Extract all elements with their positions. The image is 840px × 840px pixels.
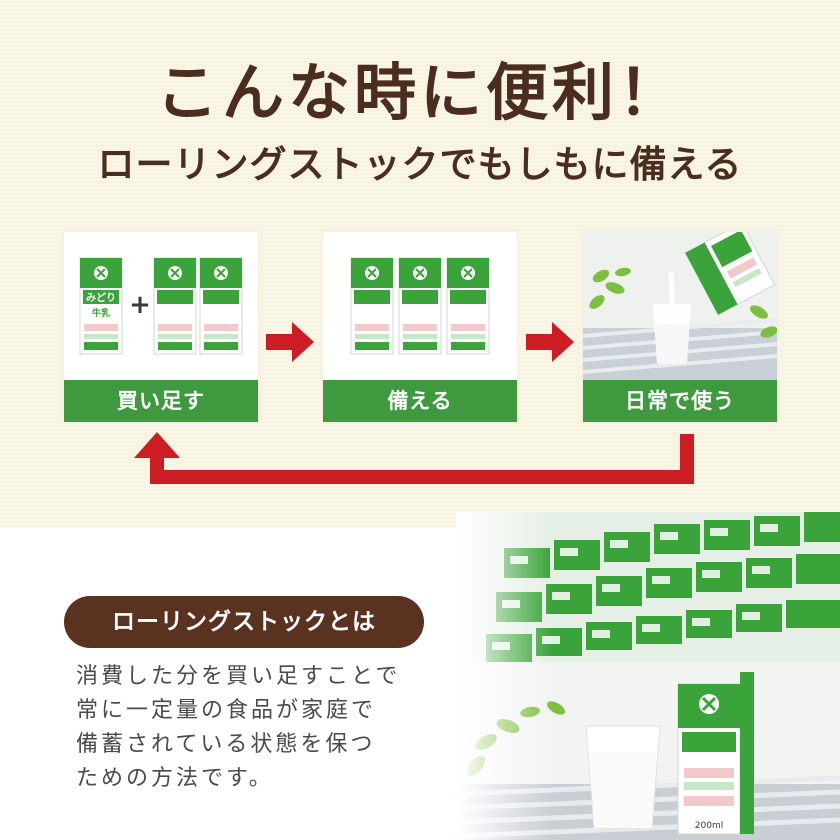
plus-symbol: +	[129, 290, 151, 320]
step-card-use: 日常で使う	[583, 232, 777, 422]
stock-photo: 200ml	[456, 512, 840, 840]
carton-set-image: みどり 牛乳 +	[79, 257, 243, 355]
page-subtitle: ローリングストックでもしもに備える	[97, 143, 743, 186]
carton-brand-text: みどり	[86, 291, 116, 304]
step-label-store: 備える	[323, 380, 517, 422]
milk-carton-icon	[199, 257, 243, 355]
description-line: 常に一定量の食品が家庭で	[76, 698, 377, 723]
step-label-use: 日常で使う	[583, 380, 777, 422]
milk-carton-icon	[684, 232, 776, 316]
description-line: ための方法です。	[76, 766, 274, 791]
milk-carton-icon	[350, 257, 394, 355]
step-label-buy: 買い足す	[64, 380, 258, 422]
milk-carton-icon	[446, 257, 490, 355]
carton-set-image	[350, 257, 490, 355]
section-description: 消費した分を買い足すことで 常に一定量の食品が家庭で 備蓄されている状態を保つ …	[76, 660, 456, 796]
step-card-buy: みどり 牛乳 + 買い足す	[64, 232, 258, 422]
milk-carton-icon: みどり 牛乳	[79, 257, 123, 355]
return-arrow-icon	[134, 432, 694, 484]
section-heading-pill: ローリングストックとは	[64, 596, 424, 648]
right-arrow-icon	[526, 322, 574, 362]
svg-text:牛乳: 牛乳	[92, 307, 110, 319]
description-line: 消費した分を買い足すことで	[76, 664, 401, 689]
right-arrow-icon	[266, 322, 314, 362]
leaf-icon	[589, 267, 777, 338]
milk-carton-icon	[398, 257, 442, 355]
page-title: こんな時に便利！	[155, 56, 684, 129]
step-card-store: 備える	[323, 232, 517, 422]
milk-pour-photo	[583, 232, 777, 380]
description-line: 備蓄されている状態を保つ	[76, 732, 376, 757]
milk-carton-icon	[153, 257, 197, 355]
